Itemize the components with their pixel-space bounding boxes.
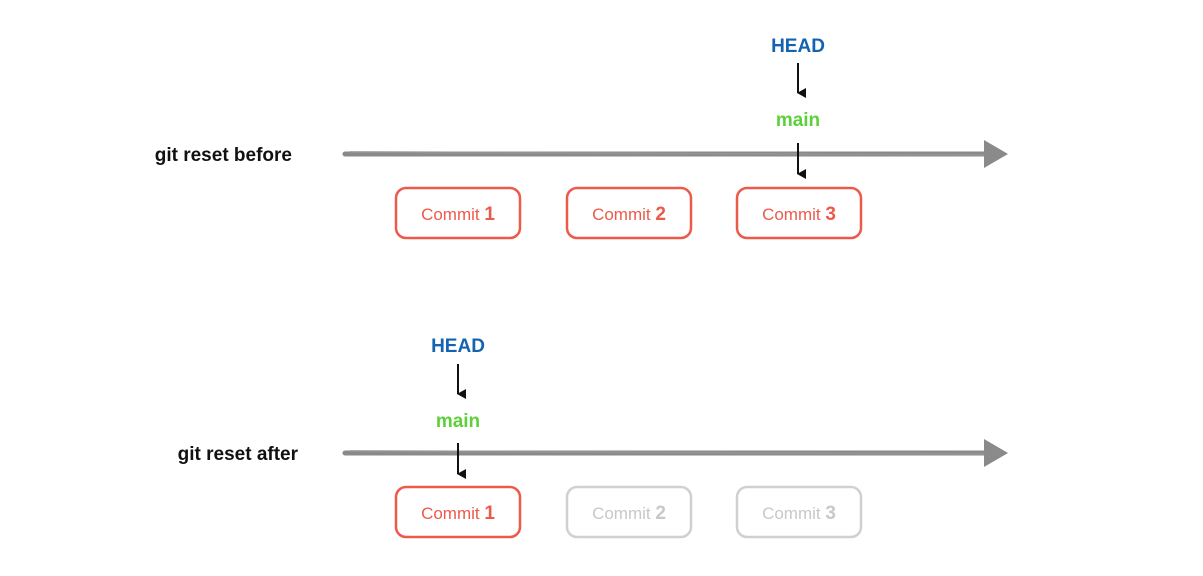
commit-number: 3 bbox=[825, 503, 836, 524]
timeline-before-arrowhead bbox=[984, 140, 1008, 168]
commit-number: 1 bbox=[484, 503, 495, 524]
commit-word: Commit bbox=[421, 205, 480, 224]
panel-after-label: git reset after bbox=[178, 444, 299, 465]
commit-number: 1 bbox=[484, 204, 495, 225]
svg-text:Commit 2: Commit 2 bbox=[592, 204, 666, 225]
branch-main-label: main bbox=[436, 411, 480, 432]
commit-node: Commit 1 bbox=[394, 186, 522, 240]
commit-node-inactive: Commit 2 bbox=[565, 485, 693, 539]
svg-text:Commit 1: Commit 1 bbox=[421, 503, 495, 524]
commit-number: 2 bbox=[655, 503, 666, 524]
commit-word: Commit bbox=[592, 205, 651, 224]
svg-text:Commit 2: Commit 2 bbox=[592, 503, 666, 524]
commit-node: Commit 3 bbox=[735, 186, 863, 240]
svg-text:Commit 3: Commit 3 bbox=[762, 204, 836, 225]
commit-number: 2 bbox=[655, 204, 666, 225]
commit-number: 3 bbox=[825, 204, 836, 225]
timeline-after bbox=[342, 439, 1008, 467]
timeline-before bbox=[342, 140, 1008, 168]
head-pointer-label: HEAD bbox=[431, 336, 485, 357]
commit-word: Commit bbox=[762, 205, 821, 224]
commit-node-inactive: Commit 3 bbox=[735, 485, 863, 539]
commit-word: Commit bbox=[762, 504, 821, 523]
svg-text:Commit 3: Commit 3 bbox=[762, 503, 836, 524]
branch-main-label: main bbox=[776, 110, 820, 131]
timeline-after-arrowhead bbox=[984, 439, 1008, 467]
head-pointer-label: HEAD bbox=[771, 36, 825, 57]
panel-before-label: git reset before bbox=[155, 145, 292, 166]
commit-word: Commit bbox=[421, 504, 480, 523]
svg-text:Commit 1: Commit 1 bbox=[421, 204, 495, 225]
commit-word: Commit bbox=[592, 504, 651, 523]
panel-before: git reset before HEAD main Commit 1 Comm… bbox=[155, 36, 1008, 240]
commit-node: Commit 1 bbox=[394, 485, 522, 539]
commit-node: Commit 2 bbox=[565, 186, 693, 240]
panel-after: git reset after HEAD main Commit 1 Commi… bbox=[178, 336, 1008, 539]
